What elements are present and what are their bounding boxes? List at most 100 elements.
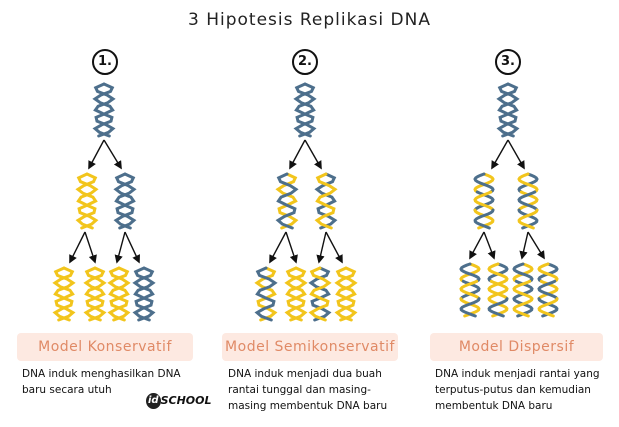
desc-line: baru secara utuh <box>22 384 112 396</box>
dna-strand <box>52 266 76 322</box>
dna-strand <box>334 266 358 322</box>
dna-strand <box>275 172 299 230</box>
desc-line: membentuk DNA baru <box>435 400 553 412</box>
logo-id-mark: id <box>146 393 161 409</box>
dna-strand <box>113 172 137 230</box>
replication-arrow <box>285 231 298 264</box>
dna-strand <box>113 172 137 230</box>
dna-strand <box>314 172 338 230</box>
replication-arrow <box>325 231 343 264</box>
gen2-helix <box>537 262 559 318</box>
gen2-helix <box>459 262 481 318</box>
replication-arrow <box>88 139 105 170</box>
dna-strand <box>293 82 317 138</box>
dna-strand <box>537 262 559 283</box>
desc-line: rantai tunggal dan masing- <box>228 384 371 396</box>
dna-strand <box>92 82 116 138</box>
model-3-number-badge: 3. <box>495 49 521 75</box>
replication-arrow <box>483 231 496 260</box>
dna-strand <box>132 266 156 322</box>
dna-strand <box>293 82 317 138</box>
dna-strand <box>512 297 534 318</box>
gen2-helix <box>132 266 156 322</box>
replication-arrow <box>469 231 485 260</box>
gen1-helix <box>275 172 299 230</box>
dna-strand <box>512 262 534 283</box>
dna-strand <box>459 297 481 318</box>
dna-strand <box>517 172 539 194</box>
dna-strand <box>496 82 520 138</box>
dna-strand <box>52 266 76 322</box>
gen2-helix <box>52 266 76 322</box>
dna-strand <box>537 297 559 318</box>
gen2-helix <box>308 266 332 322</box>
gen1-helix <box>314 172 338 230</box>
dna-strand <box>459 297 481 318</box>
model-2-number-badge: 2. <box>292 49 318 75</box>
gen1-helix <box>473 172 495 230</box>
dna-strand <box>107 266 131 322</box>
dna-strand <box>92 82 116 138</box>
desc-line: terputus-putus dan kemudian <box>435 384 591 396</box>
replication-arrow <box>103 139 122 170</box>
gen1-helix <box>113 172 137 230</box>
dna-strand <box>473 208 495 230</box>
dna-strand <box>75 172 99 230</box>
dna-strand <box>512 262 534 283</box>
dna-strand <box>537 262 559 283</box>
model-konservatif-label: Model Konservatif <box>17 333 193 361</box>
replication-arrow <box>507 139 525 170</box>
dna-strand <box>132 266 156 322</box>
gen2-helix <box>254 266 278 322</box>
replication-arrow <box>289 139 306 170</box>
dna-strand <box>487 262 509 283</box>
dna-strand <box>512 279 534 301</box>
replication-arrow <box>491 139 509 170</box>
dna-strand <box>517 208 539 230</box>
gen2-helix <box>512 262 534 318</box>
dna-strand <box>284 266 308 322</box>
parent-helix <box>293 82 317 138</box>
replication-arrow <box>114 231 126 264</box>
dna-strand <box>537 279 559 301</box>
dna-strand <box>308 266 332 322</box>
replication-arrow <box>269 231 287 264</box>
gen1-helix <box>75 172 99 230</box>
gen2-helix <box>284 266 308 322</box>
dna-strand <box>459 279 481 301</box>
desc-line: DNA induk menghasilkan DNA <box>22 368 181 380</box>
dna-strand <box>473 208 495 230</box>
dna-strand <box>254 266 278 322</box>
dna-strand <box>334 266 358 322</box>
gen2-helix <box>334 266 358 322</box>
dna-strand <box>487 297 509 318</box>
parent-helix <box>92 82 116 138</box>
dna-strand <box>75 172 99 230</box>
dna-strand <box>254 266 278 322</box>
dna-strand <box>459 262 481 283</box>
replication-arrow <box>527 231 545 260</box>
logo-school-text: SCHOOL <box>160 394 212 407</box>
dna-strand <box>487 297 509 318</box>
dna-strand <box>517 190 539 212</box>
dna-strand <box>537 297 559 318</box>
page-title: 3 Hipotesis Replikasi DNA <box>187 10 431 30</box>
replication-arrow <box>84 231 97 264</box>
desc-line: DNA induk menjadi dua buah <box>228 368 382 380</box>
dna-strand <box>107 266 131 322</box>
dna-strand <box>496 82 520 138</box>
desc-line: masing membentuk DNA baru <box>228 400 388 412</box>
model-semikonservatif-description: DNA induk menjadi dua buah rantai tungga… <box>228 366 387 414</box>
desc-line: DNA induk menjadi rantai yang <box>435 368 600 380</box>
gen2-helix <box>107 266 131 322</box>
dna-strand <box>83 266 107 322</box>
dna-strand <box>284 266 308 322</box>
replication-arrow <box>316 231 327 264</box>
dna-strand <box>487 262 509 283</box>
gen1-helix <box>517 172 539 230</box>
model-dispersif-label: Model Dispersif <box>430 333 603 361</box>
dna-strand <box>459 262 481 283</box>
dna-strand <box>517 208 539 230</box>
dna-strand <box>314 172 338 230</box>
